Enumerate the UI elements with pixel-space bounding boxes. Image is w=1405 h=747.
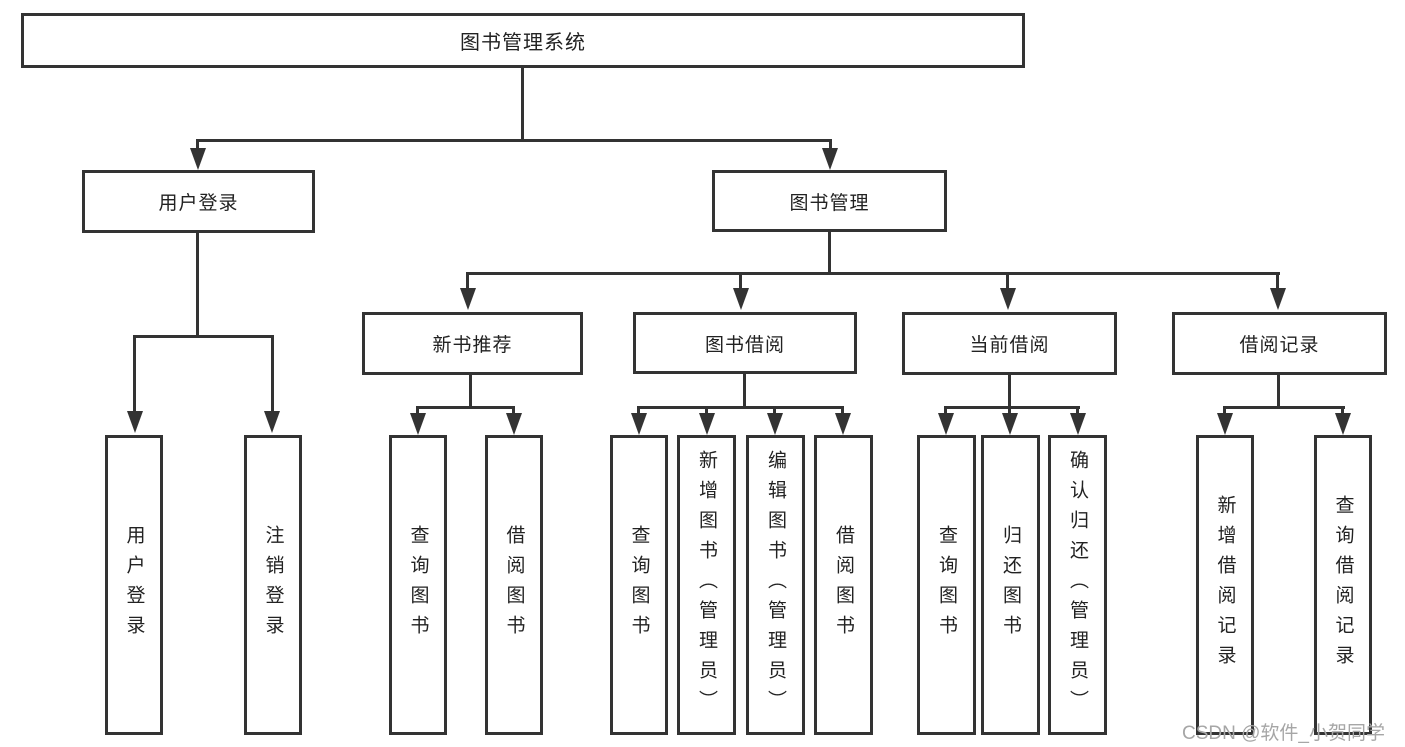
connector-stem xyxy=(773,406,776,416)
node-current-borrowing: 当前借阅 xyxy=(902,312,1117,375)
arrow-down-icon xyxy=(699,413,715,435)
arrow-down-icon xyxy=(264,411,280,433)
arrow-down-icon xyxy=(127,411,143,433)
arrow-down-icon xyxy=(190,148,206,170)
leaf-label: 查询图书 xyxy=(936,525,957,645)
connector-bookborrow-stem xyxy=(743,374,746,408)
leaf-return-books: 归还图书 xyxy=(981,435,1040,735)
leaf-label: 确认归还（管理员） xyxy=(1067,450,1088,720)
node-label: 图书管理系统 xyxy=(460,32,586,54)
leaf-label: 注销登录 xyxy=(262,525,284,645)
node-user-login: 用户登录 xyxy=(82,170,315,233)
connector-stem xyxy=(466,272,469,292)
leaf-logout: 注销登录 xyxy=(244,435,302,735)
connector-stem xyxy=(637,406,640,416)
connector-stem xyxy=(133,335,136,413)
connector-stem xyxy=(271,335,274,413)
connector-bookmgmt-stem xyxy=(828,232,831,275)
connector-newbook-stem xyxy=(469,375,472,408)
arrow-down-icon xyxy=(1000,288,1016,310)
connector-records-stem xyxy=(1277,375,1280,408)
leaf-add-book-admin: 新增图书（管理员） xyxy=(677,435,736,735)
node-label: 当前借阅 xyxy=(969,335,1050,356)
connector-stem xyxy=(1076,406,1079,416)
leaf-query-books-current: 查询图书 xyxy=(917,435,976,735)
node-label: 用户登录 xyxy=(158,193,239,214)
arrow-down-icon xyxy=(767,413,783,435)
arrow-down-icon xyxy=(1002,413,1018,435)
arrow-down-icon xyxy=(460,288,476,310)
connector-stem xyxy=(196,139,199,153)
connector-bookborrow-rail xyxy=(637,406,844,409)
arrow-down-icon xyxy=(506,413,522,435)
connector-stem xyxy=(1223,406,1226,416)
connector-stem xyxy=(944,406,947,416)
arrow-down-icon xyxy=(631,413,647,435)
node-label: 新书推荐 xyxy=(432,335,513,356)
node-label: 图书管理 xyxy=(789,192,870,214)
leaf-label: 借阅图书 xyxy=(833,525,854,645)
connector-stem xyxy=(1008,406,1011,416)
leaf-label: 借阅图书 xyxy=(503,525,525,645)
connector-userlogin-rail xyxy=(133,335,274,338)
connector-stem xyxy=(1341,406,1344,416)
connector-records-rail xyxy=(1223,406,1345,409)
connector-stem xyxy=(512,406,515,416)
arrow-down-icon xyxy=(1217,413,1233,435)
leaf-edit-book-admin: 编辑图书（管理员） xyxy=(746,435,805,735)
leaf-borrow-books-recommend: 借阅图书 xyxy=(485,435,543,735)
node-book-management: 图书管理 xyxy=(712,170,947,232)
connector-level3-rail xyxy=(466,272,1280,275)
leaf-label: 查询图书 xyxy=(628,525,650,645)
connector-level2-rail xyxy=(196,139,832,142)
connector-stem xyxy=(1006,272,1009,292)
node-label: 借阅记录 xyxy=(1239,335,1320,356)
leaf-user-login: 用户登录 xyxy=(105,435,163,735)
leaf-label: 查询图书 xyxy=(407,525,429,645)
connector-newbook-rail xyxy=(416,406,515,409)
node-new-book-recommend: 新书推荐 xyxy=(362,312,583,375)
leaf-confirm-return-admin: 确认归还（管理员） xyxy=(1048,435,1107,735)
arrow-down-icon xyxy=(1335,413,1351,435)
leaf-label: 查询借阅记录 xyxy=(1332,495,1354,675)
csdn-watermark: CSDN @软件_小贺同学 xyxy=(1182,723,1385,744)
arrow-down-icon xyxy=(1070,413,1086,435)
arrow-down-icon xyxy=(733,288,749,310)
node-borrow-records: 借阅记录 xyxy=(1172,312,1387,375)
connector-stem xyxy=(841,406,844,416)
connector-userlogin-stem xyxy=(196,233,199,337)
leaf-query-books-borrowing: 查询图书 xyxy=(610,435,668,735)
leaf-label: 归还图书 xyxy=(1000,525,1021,645)
connector-currentborrow-stem xyxy=(1008,375,1011,408)
node-book-borrowing: 图书借阅 xyxy=(633,312,857,374)
connector-stem xyxy=(1276,272,1279,292)
node-library-system: 图书管理系统 xyxy=(21,13,1025,68)
leaf-borrow-books-borrowing: 借阅图书 xyxy=(814,435,873,735)
node-label: 图书借阅 xyxy=(704,334,785,356)
connector-stem xyxy=(416,406,419,416)
connector-currentborrow-rail xyxy=(944,406,1080,409)
leaf-label: 新增借阅记录 xyxy=(1214,495,1236,675)
arrow-down-icon xyxy=(1270,288,1286,310)
leaf-add-borrow-record: 新增借阅记录 xyxy=(1196,435,1254,735)
connector-stem xyxy=(829,139,832,153)
leaf-query-books-recommend: 查询图书 xyxy=(389,435,447,735)
leaf-query-borrow-record: 查询借阅记录 xyxy=(1314,435,1372,735)
arrow-down-icon xyxy=(938,413,954,435)
leaf-label: 编辑图书（管理员） xyxy=(765,450,786,720)
connector-stem xyxy=(739,272,742,292)
leaf-label: 用户登录 xyxy=(123,525,145,645)
connector-stem xyxy=(705,406,708,416)
leaf-label: 新增图书（管理员） xyxy=(696,450,717,720)
connector-root-stem xyxy=(521,68,524,140)
arrow-down-icon xyxy=(835,413,851,435)
arrow-down-icon xyxy=(410,413,426,435)
arrow-down-icon xyxy=(822,148,838,170)
